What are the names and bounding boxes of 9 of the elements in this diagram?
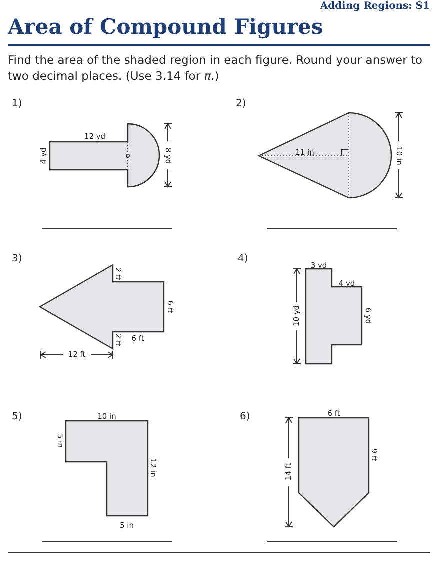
problem-number: 4) bbox=[238, 254, 248, 265]
instructions: Find the area of the shaded region in each figure. Round your answer to two decimal places. (Use 3.14 for π.) bbox=[8, 52, 424, 84]
worksheet-subtitle: Adding Regions: S1 bbox=[320, 1, 430, 12]
problem-number: 2) bbox=[236, 98, 246, 110]
worksheet-title: Area of Compound Figures bbox=[8, 14, 324, 39]
problem-number: 1) bbox=[12, 98, 22, 110]
problem-number: 6) bbox=[240, 412, 250, 423]
problem-number: 5) bbox=[12, 412, 22, 423]
problem-number: 3) bbox=[12, 254, 22, 265]
